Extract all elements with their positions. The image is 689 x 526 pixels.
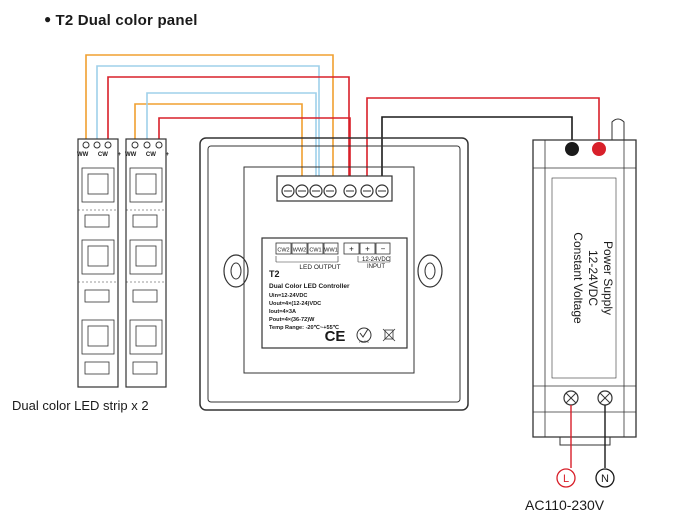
ac-line-marker <box>556 468 576 488</box>
psu-negative-terminal <box>565 142 579 156</box>
controller-name: Dual Color LED Controller <box>269 283 350 290</box>
diagram-title: ●T2 Dual color panel <box>44 12 198 29</box>
terminal-label: WW1 <box>324 248 337 254</box>
spec-uin: Uin=12-24VDC <box>269 293 307 299</box>
terminal-label-box <box>375 242 391 255</box>
led-strip-2 <box>125 138 167 388</box>
rohs-mark: RoHS <box>359 340 369 344</box>
led-output-label: LED OUTPUT <box>299 264 340 271</box>
input-voltage-label: 12-24VDC <box>362 257 391 263</box>
terminal-label-box <box>343 242 360 255</box>
ac-line-label: L <box>563 473 569 485</box>
terminal-label: − <box>381 245 386 254</box>
terminal-label-box <box>307 242 324 255</box>
psu-line-2: 12-24VDC <box>586 250 600 306</box>
psu-positive-terminal <box>592 142 606 156</box>
terminal-label: + <box>349 245 354 254</box>
strip-1-pin-labels: WW CW + <box>77 152 121 158</box>
led-strip-1 <box>77 138 119 388</box>
spec-temp: Temp Range: -20℃~+55℃ <box>269 324 340 331</box>
pin-ww-label: WW <box>77 152 89 158</box>
strip-2-pin-labels: WW CW + <box>125 152 169 158</box>
input-label: INPUT <box>367 264 385 270</box>
power-supply <box>532 118 637 446</box>
wire-red-inner <box>158 117 351 188</box>
wires <box>85 54 600 188</box>
pin-cw-label: CW <box>97 152 108 158</box>
wire-psu-positive <box>366 97 600 188</box>
terminal-label: WW2 <box>293 248 306 254</box>
pin-plus-label: + <box>117 152 121 158</box>
terminal-screws <box>281 184 389 198</box>
wire-psu-negative <box>381 116 573 188</box>
controller-label-text: LED OUTPUT 12-24VDC INPUT T2 Dual Color … <box>269 257 391 345</box>
ac-neutral-marker <box>595 468 615 488</box>
ac-voltage-label: AC110-230V <box>525 497 605 513</box>
wire-orange-outer <box>85 54 334 188</box>
terminal-label: CW2 <box>277 248 289 254</box>
psu-text: Power Supply 12-24VDC Constant Voltage <box>571 232 615 324</box>
terminal-label-box <box>359 242 376 255</box>
wire-blue-inner <box>146 92 317 188</box>
psu-line-3: Constant Voltage <box>571 232 585 324</box>
pin-cw-label: CW <box>145 152 156 158</box>
panel-frame <box>199 137 469 411</box>
psu-line-1: Power Supply <box>601 241 615 315</box>
pin-ww-label: WW <box>125 152 137 158</box>
wire-red-outer <box>107 76 350 188</box>
pin-plus-label: + <box>165 152 169 158</box>
spec-pout: Pout=4×(36-72)W <box>269 317 315 323</box>
terminal-label: + <box>365 245 370 254</box>
terminal-label-box <box>275 242 292 255</box>
strip-caption: Dual color LED strip x 2 <box>12 398 149 413</box>
terminal-label: CW1 <box>309 248 321 254</box>
ce-mark: CE <box>325 328 346 345</box>
ac-neutral-label: N <box>601 473 609 485</box>
spec-uout: Uout=4×(12-24)VDC <box>269 301 321 307</box>
terminal-label-box <box>323 242 339 255</box>
spec-iout: Iout=4×3A <box>269 309 296 315</box>
controller-model: T2 <box>269 269 280 279</box>
wire-blue-outer <box>96 65 320 188</box>
terminal-label-box <box>291 242 308 255</box>
strip-pads <box>82 141 163 149</box>
